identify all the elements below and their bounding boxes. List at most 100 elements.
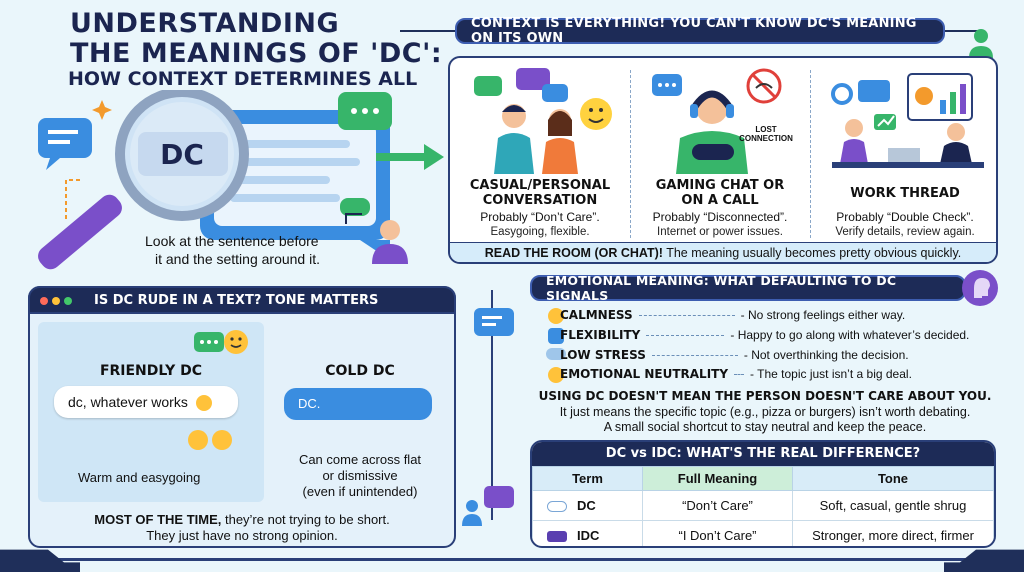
emotional-note-line2: It just means the specific topic (e.g., …	[559, 405, 971, 419]
cloud-icon	[546, 348, 566, 360]
tone-header-text: IS DC RUDE IN A TEXT? TONE MATTERS	[94, 293, 379, 308]
block-small-icon	[547, 531, 567, 543]
magnifier-dc-label: DC	[160, 138, 204, 171]
frame-line-top-right	[940, 30, 984, 32]
cold-caption-1: Can come across flat	[298, 452, 422, 467]
arrow-right-icon	[376, 144, 444, 170]
table-cell-term: IDC	[532, 520, 643, 546]
comparison-header-text: DC vs IDC: WHAT'S THE REAL DIFFERENCE?	[605, 446, 921, 461]
window-dot-yellow	[52, 297, 60, 305]
person-icon	[372, 220, 408, 264]
magnifier-illustration: DC	[20, 87, 450, 270]
context-panel: CASUAL/PERSONAL CONVERSATION Probably “D…	[448, 56, 998, 264]
emo-dash	[651, 354, 738, 356]
table-cell-meaning: “I Don’t Care”	[642, 520, 793, 546]
frame-line-top	[400, 30, 458, 32]
magnifier-caption-line2: it and the setting around it.	[155, 251, 320, 267]
smile-emoji-icon	[212, 430, 232, 450]
context-footer: READ THE ROOM (OR CHAT)! The meaning usu…	[450, 242, 996, 262]
card-work-detail: Verify details, review again.	[835, 226, 975, 238]
comparison-header: DC vs IDC: WHAT'S THE REAL DIFFERENCE?	[532, 442, 994, 466]
magnifier-caption-line1: Look at the sentence before	[145, 233, 319, 249]
context-footer-bold: READ THE ROOM (OR CHAT)!	[484, 246, 663, 260]
lost-connection-badge-1: LOST	[755, 125, 777, 134]
emo-label: FLEXIBILITY	[560, 328, 641, 342]
emo-dash	[734, 373, 745, 375]
friendly-message-bubble: dc, whatever works	[54, 386, 238, 418]
context-header-text: CONTEXT IS EVERYTHING! YOU CAN'T KNOW DC…	[471, 16, 917, 46]
table-cell-meaning: “Don’t Care”	[642, 490, 793, 521]
friendly-caption: Warm and easygoing	[78, 470, 201, 485]
card-casual-meaning: Probably “Don’t Care”.	[480, 210, 600, 224]
emo-dash	[646, 334, 725, 336]
emo-row-calmness: CALMNESS - No strong feelings either way…	[560, 308, 905, 322]
emotional-header: EMOTIONAL MEANING: WHAT DEFAULTING TO DC…	[530, 273, 966, 303]
context-divider-1	[630, 70, 631, 238]
card-gaming-title-1: GAMING CHAT OR	[655, 178, 785, 193]
tone-footer-bold: MOST OF THE TIME,	[94, 512, 222, 527]
table-row: IDC “I Don’t Care” Stronger, more direct…	[532, 520, 994, 546]
neutral-emoji-icon	[548, 367, 564, 383]
emotional-header-text: EMOTIONAL MEANING: WHAT DEFAULTING TO DC…	[546, 273, 897, 303]
emo-row-low-stress: LOW STRESS - Not overthinking the decisi…	[560, 348, 909, 362]
col-tone: Tone	[792, 466, 994, 491]
casual-conversation-icon	[474, 68, 612, 174]
emotional-note-bold: USING DC DOESN'T MEAN THE PERSON DOESN'T…	[538, 389, 992, 403]
heart-eyes-icon	[195, 395, 212, 412]
calm-emoji-icon	[548, 308, 564, 324]
page-title-line3: HOW CONTEXT DETERMINES ALL	[68, 68, 418, 90]
cold-message-text: DC.	[298, 396, 321, 411]
emo-label: LOW STRESS	[560, 348, 646, 362]
table-row: DC “Don’t Care” Soft, casual, gentle shr…	[532, 490, 994, 521]
comparison-panel: DC vs IDC: WHAT'S THE REAL DIFFERENCE? T…	[530, 440, 996, 548]
card-casual-detail: Easygoing, flexible.	[490, 226, 590, 238]
emo-desc: - Not overthinking the decision.	[743, 348, 909, 362]
emo-desc: - No strong feelings either way.	[740, 308, 906, 322]
comparison-table: Term Full Meaning Tone DC “Don’t Care” S…	[532, 466, 994, 546]
emo-dash	[638, 314, 735, 316]
table-cell-tone: Stronger, more direct, firmer	[792, 520, 994, 546]
cold-title: COLD DC	[325, 363, 395, 379]
card-gaming-title-2: ON A CALL	[681, 193, 759, 208]
magnifier-icon	[38, 87, 392, 270]
card-gaming-meaning: Probably “Disconnected”.	[652, 210, 788, 224]
connector-lines	[462, 290, 514, 526]
card-work-meaning: Probably “Double Check”.	[836, 210, 974, 224]
work-thread-icon	[831, 73, 984, 168]
tone-footer-line2: They just have no strong opinion.	[146, 528, 338, 543]
context-footer-text: The meaning usually becomes pretty obvio…	[662, 246, 962, 260]
friendly-title: FRIENDLY DC	[99, 363, 203, 379]
emoji-bubble-icon	[194, 330, 248, 354]
cold-caption-2: or dismissive	[322, 468, 398, 483]
emo-desc: - The topic just isn’t a big deal.	[750, 367, 912, 381]
term-text: IDC	[577, 528, 600, 543]
tone-header-bar: IS DC RUDE IN A TEXT? TONE MATTERS	[28, 286, 456, 314]
cold-caption-3: (even if unintended)	[302, 484, 418, 499]
cloud-small-icon	[547, 501, 567, 513]
term-text: DC	[577, 498, 596, 513]
col-meaning: Full Meaning	[642, 466, 793, 491]
head-profile-icon	[962, 270, 998, 306]
card-gaming-detail: Internet or power issues.	[657, 226, 783, 238]
table-header-row: Term Full Meaning Tone	[532, 466, 994, 491]
card-casual-title-1: CASUAL/PERSONAL	[469, 178, 611, 193]
cursor-arrow-icon	[345, 213, 362, 224]
person-small-icon	[969, 29, 993, 58]
col-term: Term	[532, 466, 643, 491]
emo-row-flexibility: FLEXIBILITY - Happy to go along with wha…	[560, 328, 969, 342]
cold-message-bubble: DC.	[284, 388, 432, 420]
emo-row-neutrality: EMOTIONAL NEUTRALITY - The topic just is…	[560, 367, 912, 381]
card-work-title-1: WORK THREAD	[850, 186, 960, 201]
emo-desc: - Happy to go along with whatever’s deci…	[730, 328, 970, 342]
frame-line-bottom	[0, 558, 1024, 561]
window-dot-green	[64, 297, 72, 305]
tone-footer-text: they’re not trying to be short.	[221, 512, 390, 527]
context-divider-2	[810, 70, 811, 238]
lost-connection-badge-2: CONNECTION	[739, 134, 793, 143]
tone-footer-line1: MOST OF THE TIME, they’re not trying to …	[30, 512, 454, 527]
context-header: CONTEXT IS EVERYTHING! YOU CAN'T KNOW DC…	[455, 16, 945, 46]
flex-icon	[548, 328, 564, 344]
emo-label: CALMNESS	[560, 308, 633, 322]
card-casual-title-2: CONVERSATION	[482, 193, 598, 208]
table-cell-tone: Soft, casual, gentle shrug	[792, 490, 994, 521]
